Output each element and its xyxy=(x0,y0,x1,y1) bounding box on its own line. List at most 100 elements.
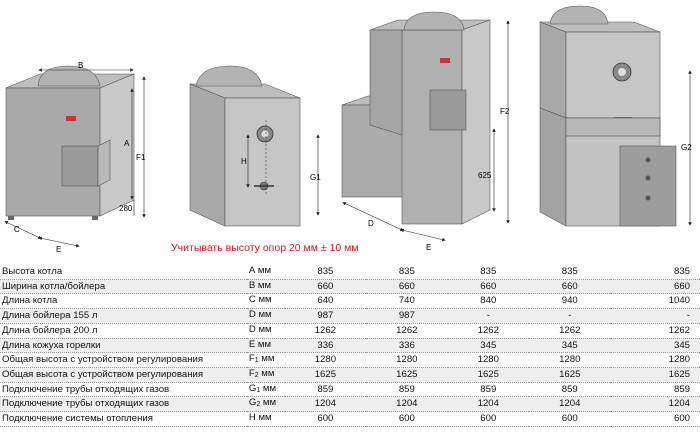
value-cell: 1204 xyxy=(366,396,448,412)
dim-label-f1: F1 xyxy=(136,153,146,162)
row-symbol: A мм xyxy=(246,265,285,280)
value-cell: 1625 xyxy=(529,367,611,383)
dim-label-g1: G1 xyxy=(310,173,321,182)
row-unit: мм xyxy=(258,412,272,424)
row-symbol: G2 мм xyxy=(246,396,285,412)
value-cell: 1280 xyxy=(529,352,611,368)
row-symbol-letter: E xyxy=(248,338,256,350)
value-cell: 640 xyxy=(284,293,367,309)
row-symbol-letter: D xyxy=(248,309,256,321)
row-unit: мм xyxy=(257,338,272,350)
support-height-note: Учитывать высоту опор 20 мм ± 10 мм xyxy=(171,242,359,254)
value-cell: 600 xyxy=(610,411,700,427)
value-cell: 1625 xyxy=(366,367,448,383)
row-symbol: G1 мм xyxy=(246,382,285,397)
dim-label-a: A xyxy=(124,139,130,148)
row-unit: мм xyxy=(258,294,272,306)
value-cell: 1204 xyxy=(447,396,530,412)
row-label: Общая высота с устройством регулирования xyxy=(0,352,247,368)
table-row: Общая высота с устройством регулирования… xyxy=(0,367,700,383)
value-cell: 1262 xyxy=(529,323,611,339)
value-cell: 940 xyxy=(529,293,611,309)
row-unit: мм xyxy=(262,397,277,409)
row-symbol-index: 2 xyxy=(256,401,261,409)
value-cell: 835 xyxy=(610,265,700,280)
row-unit: мм xyxy=(258,323,272,335)
row-symbol-letter: B xyxy=(248,279,256,291)
row-label: Длина кожуха горелки xyxy=(0,338,247,353)
value-cell: 660 xyxy=(610,279,700,294)
row-unit: мм xyxy=(261,353,275,365)
row-symbol-letter: F xyxy=(248,353,255,365)
value-cell: 740 xyxy=(366,293,448,309)
row-symbol-letter: G xyxy=(248,382,257,394)
row-symbol-letter: F xyxy=(248,367,255,379)
dim-label-b: B xyxy=(78,61,83,70)
row-symbol: E мм xyxy=(246,338,285,353)
value-cell: 840 xyxy=(447,293,530,309)
value-cell: 1040 xyxy=(610,293,700,309)
value-cell: - xyxy=(610,308,700,324)
value-cell: 1280 xyxy=(610,352,700,368)
value-cell: 835 xyxy=(529,265,611,280)
row-label: Высота котла xyxy=(0,265,247,280)
row-symbol: C мм xyxy=(246,293,285,309)
dim-label-e1: E xyxy=(56,245,61,254)
value-cell: 987 xyxy=(366,308,448,324)
row-unit: мм xyxy=(257,279,272,291)
row-symbol: D мм xyxy=(246,323,285,339)
row-label: Ширина котла/бойлера xyxy=(0,279,247,294)
value-cell: 600 xyxy=(447,411,530,427)
row-symbol-letter: H xyxy=(248,412,256,424)
value-cell: 1262 xyxy=(284,323,367,339)
row-unit: мм xyxy=(258,309,272,321)
dim-label-c: C xyxy=(14,225,20,234)
value-cell: 1204 xyxy=(610,396,700,412)
table-row: Общая высота с устройством регулирования… xyxy=(0,352,700,368)
value-cell: 859 xyxy=(366,382,448,397)
row-label: Длина котла xyxy=(0,293,247,309)
row-symbol: D мм xyxy=(246,308,285,324)
value-cell: 859 xyxy=(284,382,367,397)
row-symbol-letter: D xyxy=(248,323,256,335)
row-symbol: F2 мм xyxy=(246,367,285,383)
boiler-4-drawing: G2 xyxy=(539,5,692,227)
value-cell: 1204 xyxy=(284,396,367,412)
value-cell: 1262 xyxy=(366,323,448,339)
dim-label-g2: G2 xyxy=(681,143,692,152)
value-cell: 835 xyxy=(284,265,367,280)
value-cell: - xyxy=(447,308,530,324)
value-cell: 660 xyxy=(284,279,367,294)
row-label: Подключение трубы отходящих газов xyxy=(0,382,247,397)
value-cell: 859 xyxy=(610,382,700,397)
boiler-2-drawing: H G1 xyxy=(189,65,321,227)
value-cell: 345 xyxy=(610,338,700,353)
value-cell: 600 xyxy=(284,411,367,427)
value-cell: 859 xyxy=(447,382,530,397)
dim-label-f2: F2 xyxy=(500,107,510,116)
value-cell: 1204 xyxy=(529,396,611,412)
row-symbol: H мм xyxy=(246,411,285,427)
row-label: Общая высота с устройством регулирования xyxy=(0,367,247,383)
value-cell: 1625 xyxy=(610,367,700,383)
value-cell: 660 xyxy=(529,279,611,294)
value-cell: 345 xyxy=(447,338,530,353)
value-cell: 987 xyxy=(284,308,367,324)
row-label: Длина бойлера 155 л xyxy=(0,308,247,324)
dim-label-280: 280 xyxy=(119,204,133,213)
value-cell: 835 xyxy=(366,265,448,280)
row-symbol-index: 1 xyxy=(254,357,259,365)
boiler-3-drawing: F2 625 D E xyxy=(341,11,510,252)
dim-label-e2: E xyxy=(426,243,431,252)
value-cell: 1280 xyxy=(284,352,367,368)
value-cell: 336 xyxy=(366,338,448,353)
